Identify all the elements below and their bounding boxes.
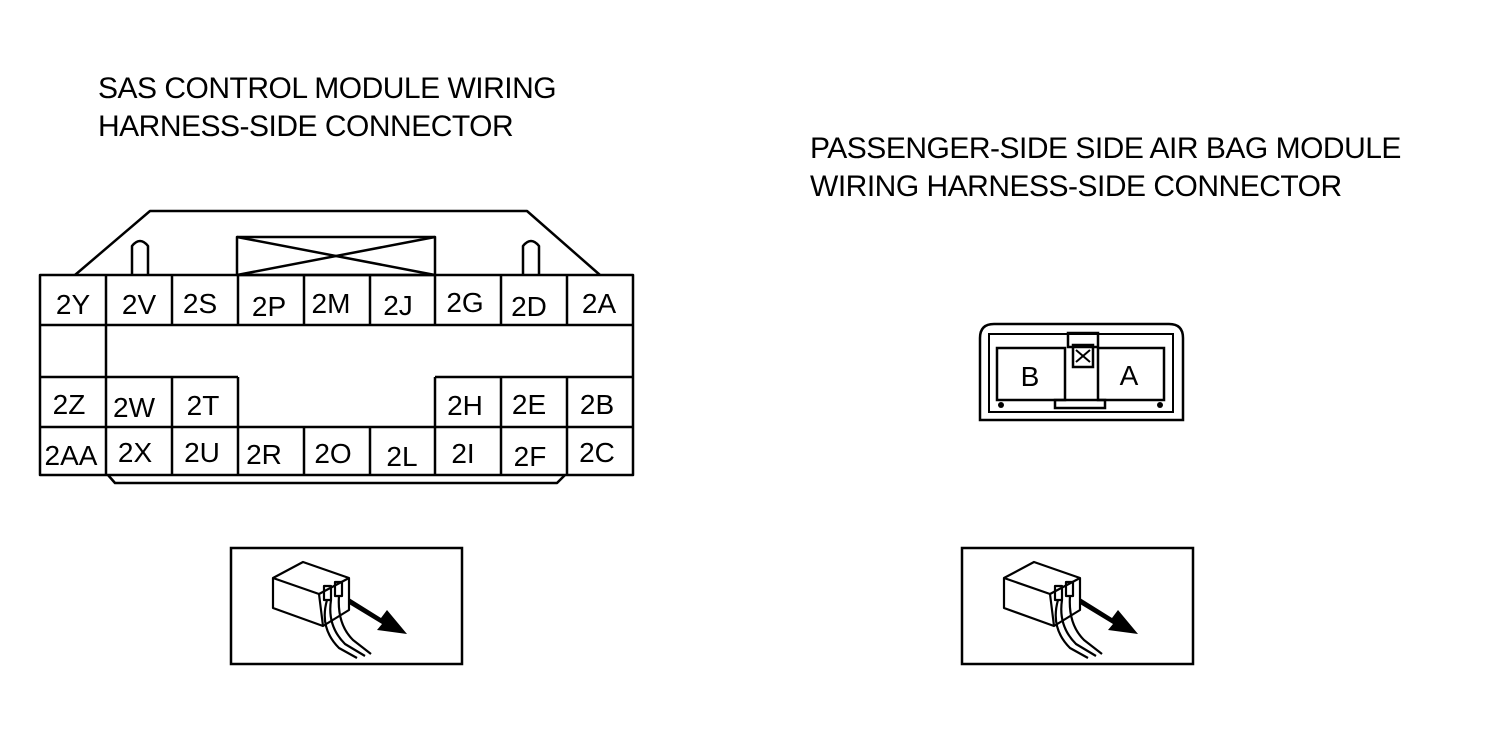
- passenger-connector-housing: [978, 322, 1185, 422]
- sas-title-line1: SAS CONTROL MODULE WIRING: [98, 72, 557, 105]
- pin-2c: 2C: [579, 437, 615, 468]
- pin-2o: 2O: [314, 438, 351, 469]
- harness-side-probe-icon: [960, 546, 1195, 666]
- pin-2d: 2D: [511, 291, 547, 322]
- pin-2x: 2X: [118, 437, 153, 468]
- sas-title-line2: HARNESS-SIDE CONNECTOR: [98, 110, 514, 143]
- pin-2v: 2V: [122, 289, 157, 320]
- pin-2m: 2M: [312, 288, 351, 319]
- passenger-connector-title: PASSENGER-SIDE SIDE AIR BAG MODULE WIRIN…: [810, 130, 1401, 206]
- pin-2s: 2S: [183, 288, 217, 319]
- sas-connector-grid: [38, 273, 635, 477]
- pin-2y: 2Y: [56, 289, 91, 320]
- pin-2aa: 2AA: [45, 440, 98, 471]
- passenger-title-line1: PASSENGER-SIDE SIDE AIR BAG MODULE: [810, 132, 1401, 165]
- passenger-connector-details: [998, 402, 1163, 408]
- harness-side-probe-icon: [229, 546, 464, 666]
- pin-2a: 2A: [582, 288, 617, 319]
- pin-2i: 2I: [451, 438, 474, 469]
- sas-connector-title: SAS CONTROL MODULE WIRING HARNESS-SIDE C…: [98, 70, 557, 146]
- pin-2p: 2P: [252, 291, 286, 322]
- pin-2u: 2U: [184, 437, 220, 468]
- terminal-a: A: [1120, 360, 1139, 391]
- pin-2l: 2L: [386, 441, 417, 472]
- pin-2w: 2W: [113, 392, 156, 423]
- pin-2z: 2Z: [53, 389, 86, 420]
- terminal-b: B: [1021, 361, 1040, 392]
- pin-2r: 2R: [246, 439, 282, 470]
- sas-connector-housing: [74, 209, 601, 485]
- pin-2j: 2J: [383, 290, 413, 321]
- sas-pin-labels: 2Y 2V 2S 2P 2M 2J 2G 2D 2A 2Z 2W 2T 2H 2…: [45, 287, 617, 472]
- pin-2g: 2G: [446, 287, 483, 318]
- passenger-terminal-labels: B A: [1021, 360, 1139, 392]
- passenger-title-line2: WIRING HARNESS-SIDE CONNECTOR: [810, 170, 1342, 203]
- pin-2h: 2H: [447, 390, 483, 421]
- pin-2b: 2B: [580, 389, 614, 420]
- pin-2e: 2E: [512, 389, 546, 420]
- pin-2f: 2F: [514, 441, 547, 472]
- pin-2t: 2T: [187, 390, 220, 421]
